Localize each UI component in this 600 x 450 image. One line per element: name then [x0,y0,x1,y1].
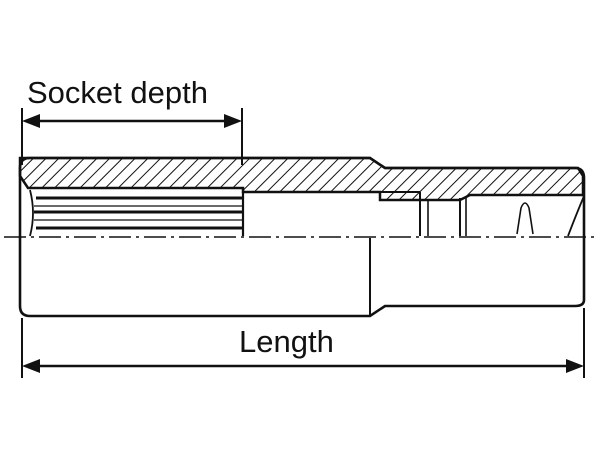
socket-depth-label: Socket depth [27,75,208,110]
inner-bore [29,189,585,237]
socket-outline [18,156,586,318]
length-label: Length [239,324,334,359]
length-dimension [21,308,585,378]
hatched-wall-section [18,156,585,202]
socket-depth-dimension [21,108,243,165]
